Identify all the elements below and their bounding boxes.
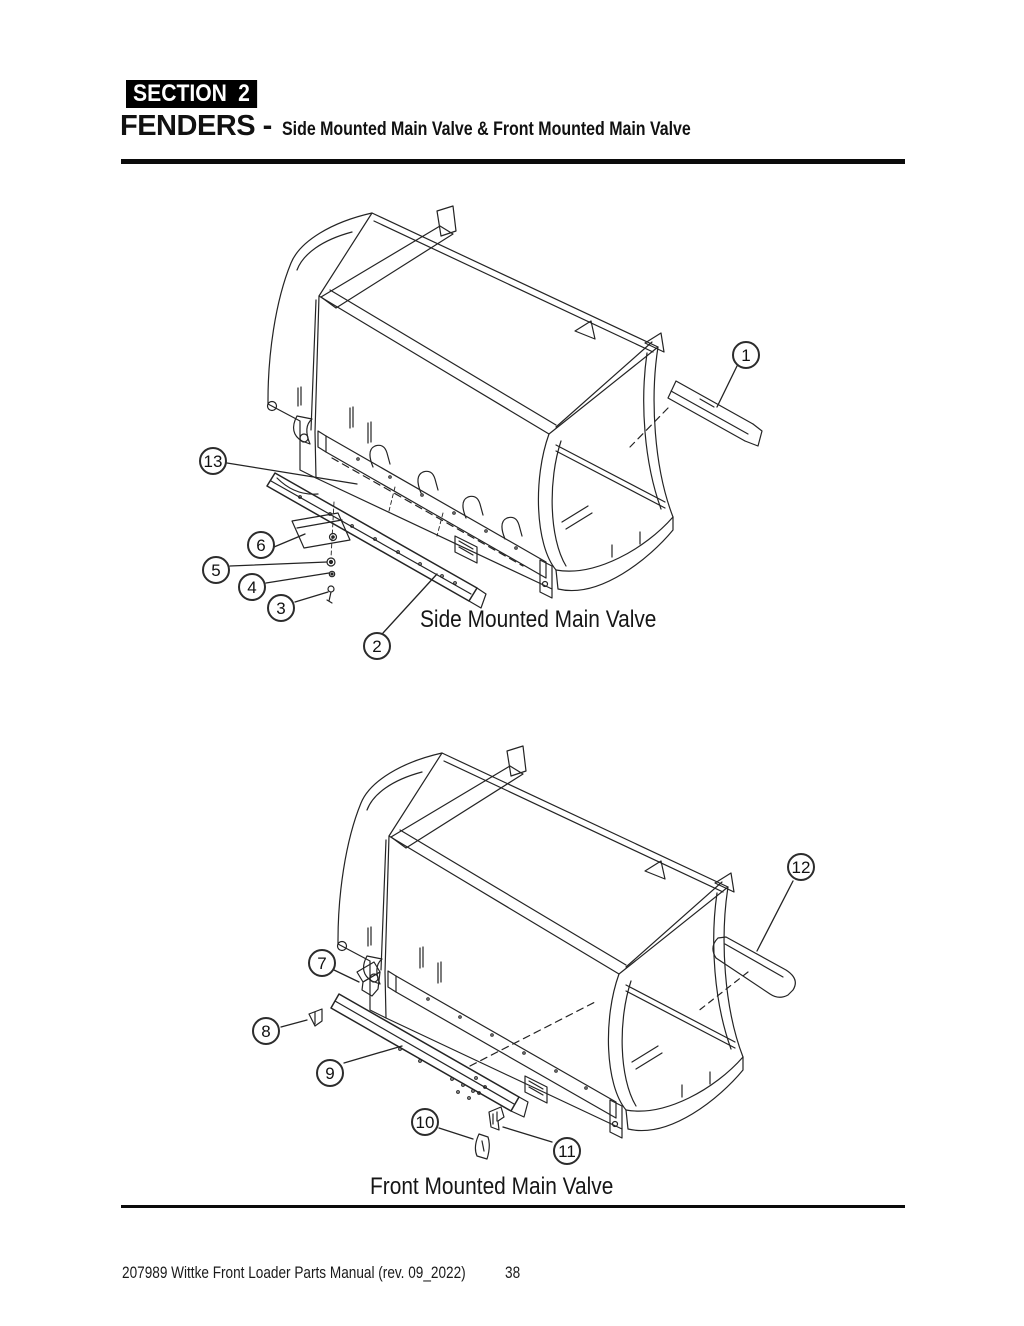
callout-2: 2 <box>363 632 391 660</box>
callout-10-number: 10 <box>415 1112 435 1132</box>
part-8-clip <box>308 1008 323 1027</box>
footer-rule <box>121 1205 905 1208</box>
part-7-bracket <box>356 961 381 997</box>
callout-13: 13 <box>199 447 227 475</box>
front-mounted-valve-drawing <box>280 745 796 1160</box>
callout-9-number: 9 <box>325 1063 335 1083</box>
section-badge: SECTION 2 <box>126 80 257 108</box>
callout-1: 1 <box>732 341 760 369</box>
part-9-fender <box>330 993 529 1118</box>
callout-11-number: 11 <box>558 1141 576 1161</box>
callout-4-number: 4 <box>247 577 257 597</box>
part-11-bracket <box>488 1106 505 1131</box>
callout-2-number: 2 <box>372 636 382 656</box>
callout-6-number: 6 <box>256 535 266 555</box>
callout-5: 5 <box>202 556 230 584</box>
part-10-wedge <box>474 1133 490 1160</box>
callout-11: 11 <box>553 1137 581 1165</box>
callout-5-number: 5 <box>211 560 221 580</box>
callout-12: 12 <box>787 853 815 881</box>
page-number: 38 <box>505 1263 521 1282</box>
front-mounted-caption: Front Mounted Main Valve <box>370 1173 614 1200</box>
header-rule <box>121 159 905 164</box>
callout-3: 3 <box>267 594 295 622</box>
callout-9: 9 <box>316 1059 344 1087</box>
part-4-washer <box>328 570 336 578</box>
part-6-bracket <box>291 512 351 549</box>
callout-4: 4 <box>238 573 266 601</box>
callout-3-number: 3 <box>276 598 286 618</box>
page-title: FENDERS - <box>120 110 272 142</box>
callout-13-number: 13 <box>203 451 223 471</box>
side-mounted-caption: Side Mounted Main Valve <box>420 606 657 633</box>
part-13-hooks <box>369 444 523 540</box>
callout-7-number: 7 <box>317 953 327 973</box>
part-1-mounting-channel <box>629 380 763 448</box>
alignment-dashed-line <box>469 1000 598 1067</box>
callout-8: 8 <box>252 1017 280 1045</box>
part-3-screw <box>326 585 335 604</box>
side-mounted-leader-lines <box>226 365 738 634</box>
callout-1-number: 1 <box>741 345 751 365</box>
footer-text: 207989 Wittke Front Loader Parts Manual … <box>122 1263 466 1282</box>
side-mounted-valve-drawing <box>226 205 763 634</box>
callout-10: 10 <box>411 1108 439 1136</box>
part-2-fender <box>266 472 487 609</box>
callout-6: 6 <box>247 531 275 559</box>
page-title-row: FENDERS - Side Mounted Main Valve & Fron… <box>120 112 768 141</box>
part-5-washer <box>326 557 336 567</box>
callout-8-number: 8 <box>261 1021 271 1041</box>
callout-12-number: 12 <box>791 857 811 877</box>
page-subtitle: Side Mounted Main Valve & Front Mounted … <box>281 119 691 140</box>
part-12-spacer-bar <box>696 936 796 1013</box>
alignment-dashed-line <box>331 457 524 567</box>
callout-7: 7 <box>308 949 336 977</box>
front-mounted-leader-lines <box>280 880 794 1143</box>
